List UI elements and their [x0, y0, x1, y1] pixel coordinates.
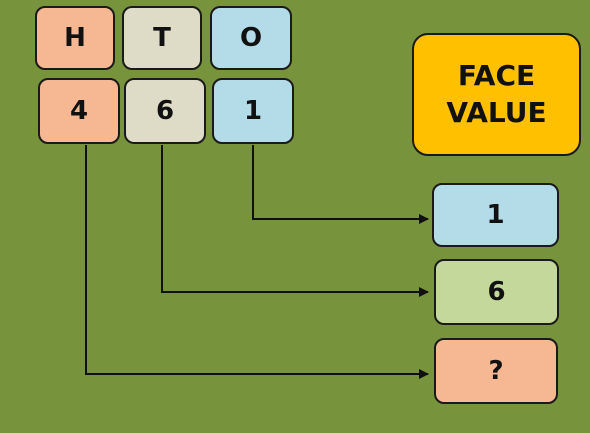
hundreds-header: H [35, 6, 115, 70]
ones-header-label: O [239, 23, 263, 53]
face-value-title-line1: FACE [457, 59, 536, 93]
ones-face-value-box: 1 [432, 183, 559, 247]
ones-digit-value: 1 [243, 96, 263, 126]
hundreds-face-value: ? [488, 356, 504, 386]
hundreds-face-value-box: ? [434, 338, 558, 404]
tens-header: T [122, 6, 202, 70]
tens-digit-value: 6 [155, 96, 175, 126]
tens-connector-arrow [161, 145, 429, 297]
face-value-title-line2: VALUE [446, 95, 547, 129]
tens-face-value: 6 [487, 277, 506, 307]
tens-header-label: T [153, 23, 171, 53]
ones-header: O [210, 6, 292, 70]
tens-face-value-box: 6 [434, 259, 559, 325]
hundreds-digit: 4 [38, 78, 120, 144]
face-value-title: FACE VALUE [412, 33, 581, 156]
hundreds-header-label: H [64, 23, 86, 53]
hundreds-digit-value: 4 [69, 96, 89, 126]
ones-digit: 1 [212, 78, 294, 144]
ones-face-value: 1 [486, 200, 505, 230]
tens-digit: 6 [124, 78, 206, 144]
ones-connector-arrow [252, 145, 429, 224]
hundreds-connector-arrow [85, 145, 429, 379]
